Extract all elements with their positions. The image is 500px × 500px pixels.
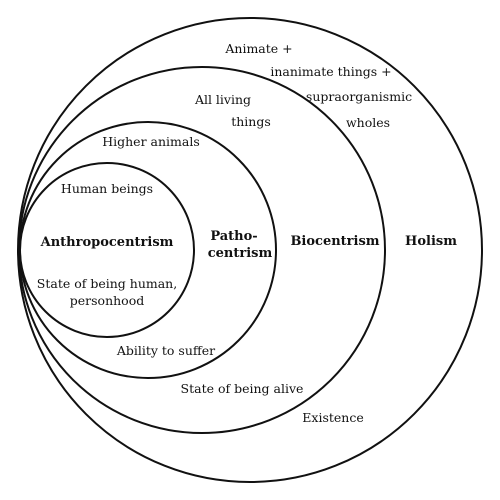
biocentrism-name: Biocentrism: [290, 234, 379, 249]
biocentrism-criterion: State of being alive: [181, 381, 304, 396]
pathocentrism-criterion: Ability to suffer: [116, 343, 215, 358]
holism-scope-line-1: Animate +: [224, 41, 292, 56]
biocentrism-circle: [18, 66, 386, 434]
biocentrism-scope-line-1: All living: [194, 92, 251, 107]
holism-criterion: Existence: [302, 410, 363, 425]
holism-scope-line-4: wholes: [346, 115, 390, 130]
pathocentrism-name-line-2: centrism: [208, 246, 273, 261]
anthropocentrism-circle: [19, 162, 195, 338]
holism-name: Holism: [405, 234, 457, 249]
holism-scope-line-3: supraorganismic: [306, 89, 412, 104]
anthropocentrism-criterion-line-1: State of being human,: [37, 276, 177, 291]
holism-scope-line-2: inanimate things +: [270, 64, 391, 79]
anthropocentrism-criterion-line-2: personhood: [70, 293, 144, 308]
pathocentrism-name-line-1: Patho-: [210, 229, 257, 244]
pathocentrism-scope: Higher animals: [102, 134, 200, 149]
anthropocentrism-name: Anthropocentrism: [40, 235, 174, 250]
biocentrism-scope-line-2: things: [231, 114, 271, 129]
anthropocentrism-scope: Human beings: [61, 181, 153, 196]
